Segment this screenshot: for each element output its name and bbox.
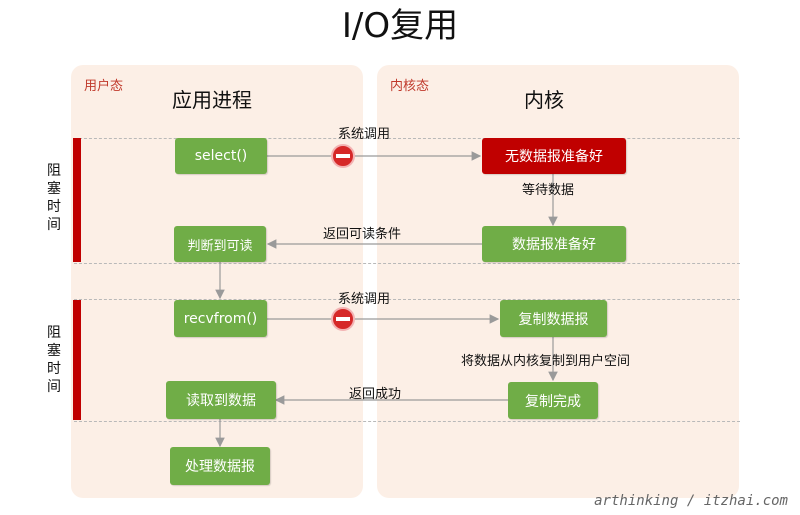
diagram-title: I/O复用 [341,6,459,46]
no-datagram-ready-box: 无数据报准备好 [482,138,626,174]
return-readable-label: 返回可读条件 [323,227,402,242]
blocking-time-label-2: 阻 塞 时 间 [47,325,61,395]
stop-icon [331,144,355,168]
syscall-label-2: 系统调用 [338,292,391,307]
copy-complete-box: 复制完成 [508,382,598,419]
judge-readable-box: 判断到可读 [174,226,266,262]
user-space-panel [71,65,363,498]
wait-data-label: 等待数据 [522,183,575,198]
kernel-space-panel [377,65,739,498]
kernel-zone-label: 内核态 [390,79,430,94]
divider-2 [74,263,740,264]
blocking-time-label-1: 阻 塞 时 间 [47,163,61,233]
syscall-label-1: 系统调用 [338,127,391,142]
select-call-box: select() [175,138,267,174]
user-zone-label: 用户态 [84,79,124,94]
process-datagram-box: 处理数据报 [170,447,270,485]
datagram-ready-box: 数据报准备好 [482,226,626,262]
blocking-bar-1 [73,138,81,262]
kernel-column-title: 内核 [524,88,564,112]
user-column-title: 应用进程 [172,88,252,112]
blocking-bar-2 [73,300,81,420]
copy-datagram-box: 复制数据报 [500,300,607,337]
divider-4 [74,421,740,422]
divider-3 [74,299,740,300]
divider-1 [74,138,740,139]
stop-icon [331,307,355,331]
watermark: arthinking / itzhai.com [594,493,788,509]
copy-to-user-label: 将数据从内核复制到用户空间 [461,354,631,369]
recvfrom-call-box: recvfrom() [174,300,267,337]
read-data-box: 读取到数据 [166,381,276,419]
return-ok-label: 返回成功 [349,387,402,402]
